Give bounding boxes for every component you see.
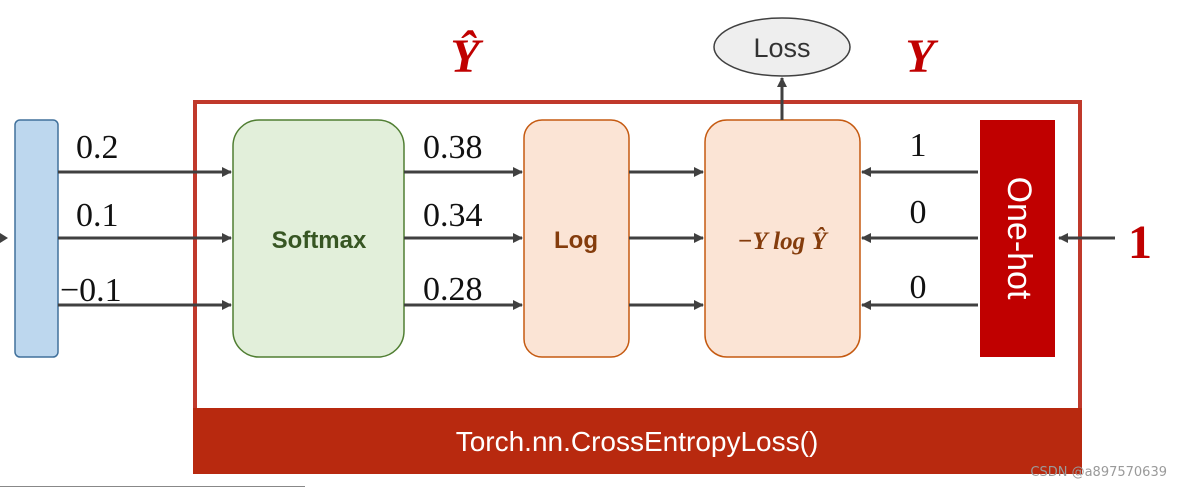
onehot-box [980, 120, 1055, 357]
nll-formula: −Y log Ŷ [737, 227, 829, 255]
input-logits-block [14, 119, 59, 358]
y-hat-title: Ŷ [450, 29, 483, 83]
class-index-label: 1 [1128, 216, 1152, 269]
log-label: Log [554, 227, 598, 254]
softmax-output-value: 0.28 [423, 271, 483, 308]
input-value: −0.1 [60, 272, 122, 309]
onehot-value: 1 [910, 127, 927, 164]
arrow-right-icon [0, 233, 8, 243]
input-value: 0.1 [76, 197, 119, 234]
y-title: Y [905, 30, 938, 83]
onehot-label: One-hot [1000, 177, 1038, 300]
divider [0, 486, 305, 487]
loss-node [713, 17, 851, 77]
onehot-value: 0 [910, 194, 927, 231]
onehot-value: 0 [910, 269, 927, 306]
footer-label: Torch.nn.CrossEntropyLoss() [456, 426, 819, 457]
softmax-label: Softmax [272, 227, 367, 254]
footer-band [193, 408, 1082, 474]
watermark: CSDN @a897570639 [1030, 465, 1167, 480]
softmax-output-value: 0.34 [423, 197, 483, 234]
softmax-output-value: 0.38 [423, 129, 483, 166]
input-value: 0.2 [76, 129, 119, 166]
loss-label: Loss [753, 33, 810, 63]
